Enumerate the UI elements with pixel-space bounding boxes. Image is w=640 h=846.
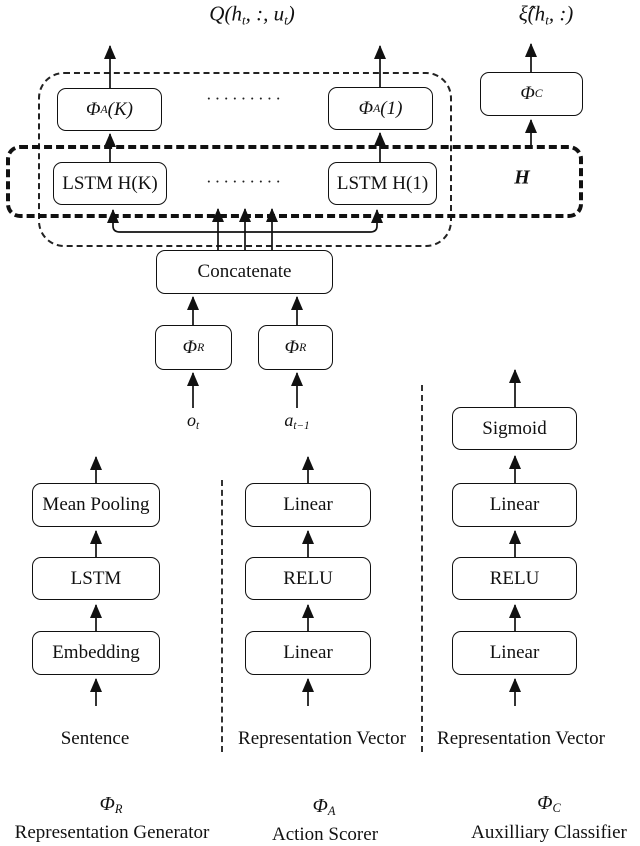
xi-output-label: ξ̂(ht, :) (518, 1, 574, 28)
box-linear-right-bottom: Linear (452, 631, 577, 675)
representation-vector-label-mid: Representation Vector (238, 728, 406, 749)
action-input-label: at−1 (284, 409, 310, 433)
q-output-label: Q(ht, :, ut) (209, 1, 295, 28)
box-linear-mid-top: Linear (245, 483, 371, 527)
box-lstm-h-1: LSTM H(1) (328, 162, 437, 205)
legend-phi-r-symbol: ΦR (99, 792, 123, 817)
box-linear-mid-bottom: Linear (245, 631, 371, 675)
box-relu-right: RELU (452, 557, 577, 600)
legend-phi-a-symbol: ΦA (312, 794, 336, 819)
legend-phi-c-symbol: ΦC (537, 791, 561, 816)
ellipsis-row2: ········· (206, 172, 284, 191)
ellipsis-row1: ········· (206, 89, 284, 108)
hidden-state-label: H (514, 166, 530, 189)
representation-vector-label-right: Representation Vector (437, 728, 605, 749)
sentence-input-label: Sentence (60, 728, 130, 749)
legend-representation-generator: Representation Generator (14, 822, 210, 843)
box-lstm: LSTM (32, 557, 160, 600)
box-embedding: Embedding (32, 631, 160, 675)
box-relu-mid: RELU (245, 557, 371, 600)
separator-middle-right (421, 385, 423, 752)
separator-left-middle (221, 480, 223, 752)
box-linear-right-top: Linear (452, 483, 577, 527)
box-mean-pooling: Mean Pooling (32, 483, 160, 527)
box-lstm-h-k: LSTM H(K) (53, 162, 167, 205)
box-concatenate: Concatenate (156, 250, 333, 294)
observation-input-label: ot (186, 409, 200, 433)
legend-action-scorer: Action Scorer (271, 824, 379, 845)
box-sigmoid: Sigmoid (452, 407, 577, 450)
legend-auxilliary-classifier: Auxilliary Classifier (471, 822, 627, 843)
